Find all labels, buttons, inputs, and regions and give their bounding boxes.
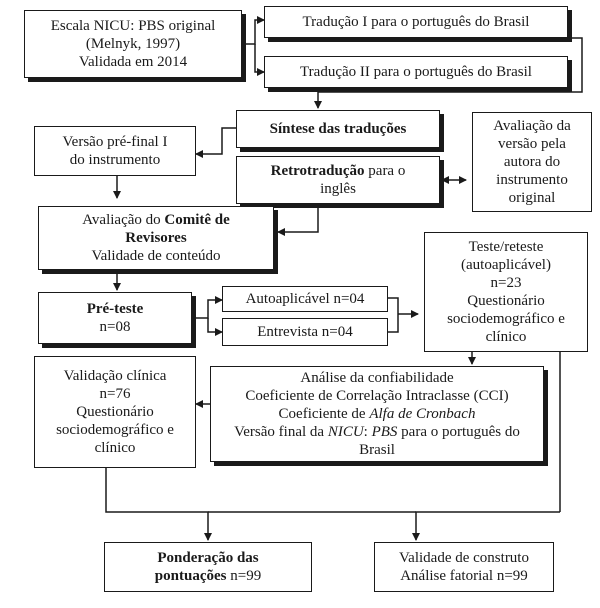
ponderacao-box: Ponderação das pontuações n=99	[104, 542, 312, 592]
ponderacao-line-2: pontuações n=99	[154, 568, 262, 584]
autoaplicavel-box: Autoaplicável n=04	[222, 286, 388, 312]
analise-line-5: Brasil	[359, 442, 395, 458]
traducao-2-label: Tradução II para o português do Brasil	[300, 64, 532, 80]
prefinal-line-1: Versão pré-final I	[62, 134, 168, 150]
arrow-to-construto	[412, 511, 560, 541]
teste-line-5: sociodemográfico e	[447, 311, 565, 327]
arrow-to-versao-prefinal	[195, 127, 236, 158]
prefinal-line-2: do instrumento	[69, 152, 161, 168]
autoaplicavel-label: Autoaplicável n=04	[245, 291, 365, 307]
escala-original-box: Escala NICU: PBS original (Melnyk, 1997)…	[24, 10, 242, 78]
analise-line-3: Coeficiente de Alfa de Cronbach	[278, 406, 476, 422]
comite-line-3: Validade de conteúdo	[91, 248, 221, 264]
retro-line-1: Retrotradução para o	[270, 163, 406, 179]
clinica-line-3: Questionário	[76, 404, 154, 420]
teste-line-3: n=23	[490, 275, 522, 291]
retrotraducao-box: Retrotradução para o inglês	[236, 156, 440, 204]
autora-line-5: original	[508, 190, 556, 206]
comite-line-2: Revisores	[125, 230, 187, 246]
pre-teste-box: Pré-teste n=08	[38, 292, 192, 344]
avaliacao-autora-box: Avaliação da versão pela autora do instr…	[472, 112, 592, 212]
arrow-to-ponderacao	[105, 468, 212, 541]
teste-line-6: clínico	[485, 329, 527, 345]
entrevista-box: Entrevista n=04	[222, 318, 388, 346]
autora-line-3: autora do	[503, 154, 561, 170]
analise-confiabilidade-box: Análise da confiabilidade Coeficiente de…	[210, 366, 544, 462]
traducao-1-label: Tradução I para o português do Brasil	[302, 14, 530, 30]
arrow-to-traducao-1	[242, 16, 265, 45]
sintese-box: Síntese das traduções	[236, 110, 440, 148]
traducao-2-box: Tradução II para o português do Brasil	[264, 56, 568, 88]
preteste-line-2: n=08	[99, 319, 131, 335]
arrow-to-comite	[277, 204, 319, 236]
versao-prefinal-box: Versão pré-final I do instrumento	[34, 126, 196, 176]
comite-revisores-box: Avaliação do Comitê de Revisores Validad…	[38, 206, 274, 270]
retro-line-2: inglês	[320, 181, 356, 197]
entrevista-label: Entrevista n=04	[257, 324, 353, 340]
clinica-line-2: n=76	[99, 386, 131, 402]
analise-line-2: Coeficiente de Correlação Intraclasse (C…	[245, 388, 509, 404]
construto-line-2: Análise fatorial n=99	[400, 568, 528, 584]
analise-line-1: Análise da confiabilidade	[300, 370, 454, 386]
clinica-line-4: sociodemográfico e	[56, 422, 174, 438]
validacao-clinica-box: Validação clínica n=76 Questionário soci…	[34, 356, 196, 468]
clinica-line-1: Validação clínica	[63, 368, 167, 384]
teste-line-4: Questionário	[467, 293, 545, 309]
autora-line-2: versão pela	[498, 136, 566, 152]
autora-line-4: instrumento	[496, 172, 568, 188]
ponderacao-line-1: Ponderação das	[157, 550, 259, 566]
comite-line-1: Avaliação do Comitê de	[82, 212, 230, 228]
escala-line-2: (Melnyk, 1997)	[85, 36, 181, 52]
teste-line-2: (autoaplicável)	[461, 257, 551, 273]
validade-construto-box: Validade de construto Análise fatorial n…	[374, 542, 554, 592]
arrow-to-entrevista	[207, 318, 223, 336]
arrow-to-teste-reteste	[388, 297, 399, 333]
preteste-line-1: Pré-teste	[86, 301, 144, 317]
escala-line-3: Validada em 2014	[78, 54, 188, 70]
sintese-label: Síntese das traduções	[269, 121, 407, 137]
arrow-to-traducao-2	[254, 44, 265, 76]
traducao-1-box: Tradução I para o português do Brasil	[264, 6, 568, 38]
arrow-to-autoaplicavel	[192, 296, 223, 319]
teste-reteste-box: Teste/reteste (autoaplicável) n=23 Quest…	[424, 232, 588, 352]
clinica-line-5: clínico	[94, 440, 136, 456]
autora-line-1: Avaliação da	[493, 118, 571, 134]
escala-line-1: Escala NICU: PBS original	[50, 18, 216, 34]
analise-line-4: Versão final da NICU: PBS para o portugu…	[234, 424, 520, 440]
construto-line-1: Validade de construto	[399, 550, 529, 566]
teste-line-1: Teste/reteste	[468, 239, 544, 255]
